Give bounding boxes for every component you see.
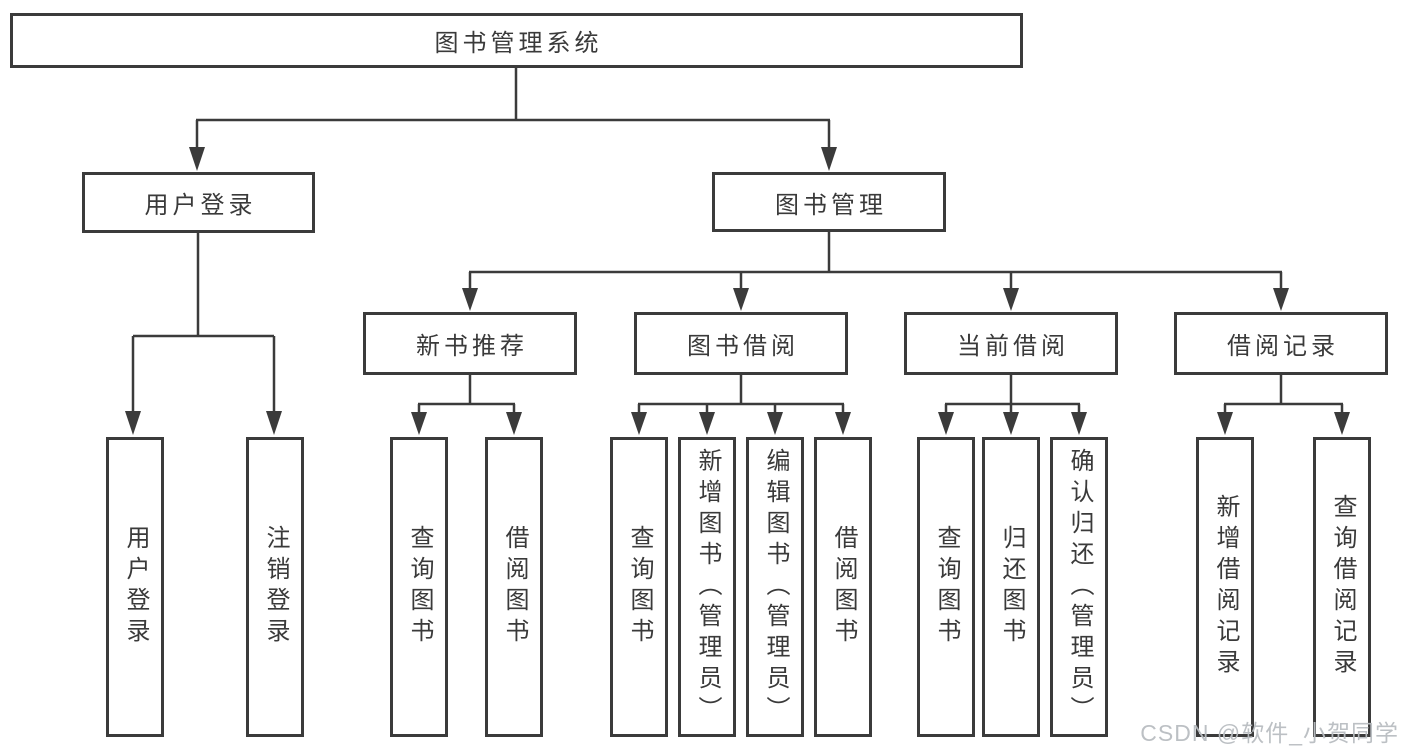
edge-root-to-level2 (189, 68, 837, 171)
arrow-down-icon (631, 412, 647, 435)
edge-current-borrow-to-leaves (938, 375, 1087, 435)
edge-borrow-record-to-leaves (1217, 375, 1350, 435)
node-label: 注销登录 (262, 525, 289, 649)
arrow-down-icon (1273, 288, 1289, 311)
arrow-down-icon (462, 288, 478, 311)
node-label: 确认归还（管理员） (1066, 447, 1093, 727)
node-leaf-confirm-return-admin: 确认归还（管理员） (1050, 437, 1108, 737)
node-label: 新增借阅记录 (1212, 494, 1239, 680)
arrow-down-icon (835, 412, 851, 435)
node-label: 图书借阅 (687, 333, 799, 360)
arrow-down-icon (1071, 412, 1087, 435)
node-label: 查询图书 (406, 525, 433, 649)
node-label: 用户登录 (144, 192, 257, 219)
node-leaf-query-borrow-record: 查询借阅记录 (1313, 437, 1371, 737)
node-book-borrowing: 图书借阅 (634, 312, 848, 375)
node-book-management: 图书管理 (712, 172, 946, 232)
node-new-book-recommend: 新书推荐 (363, 312, 577, 375)
node-leaf-add-books-admin: 新增图书（管理员） (678, 437, 736, 737)
arrow-down-icon (938, 412, 954, 435)
node-user-login: 用户登录 (82, 172, 315, 233)
node-leaf-logout: 注销登录 (246, 437, 304, 737)
arrow-down-icon (1217, 412, 1233, 435)
node-label: 新书推荐 (416, 333, 528, 360)
node-label: 当前借阅 (957, 333, 1069, 360)
node-label: 查询图书 (933, 525, 960, 649)
node-label: 图书管理系统 (434, 30, 603, 57)
arrow-down-icon (699, 412, 715, 435)
node-leaf-borrow-books-1: 借阅图书 (485, 437, 543, 737)
node-label: 图书管理 (775, 191, 887, 219)
arrow-down-icon (411, 412, 427, 435)
node-label: 查询借阅记录 (1329, 494, 1356, 680)
node-leaf-add-borrow-record: 新增借阅记录 (1196, 437, 1254, 737)
node-label: 借阅图书 (501, 525, 528, 649)
edge-book-borrow-to-leaves (631, 375, 851, 435)
edge-user-login-to-leaves (125, 233, 282, 435)
node-label: 新增图书（管理员） (694, 447, 721, 727)
arrow-down-icon (125, 411, 141, 435)
arrow-down-icon (189, 147, 205, 171)
node-leaf-query-books-2: 查询图书 (610, 437, 668, 737)
node-label: 借阅图书 (830, 525, 857, 649)
node-borrowing-records: 借阅记录 (1174, 312, 1388, 375)
csdn-watermark: CSDN @软件_小贺同学 (1140, 720, 1399, 746)
node-label: 编辑图书（管理员） (762, 447, 789, 727)
arrow-down-icon (506, 412, 522, 435)
arrow-down-icon (821, 147, 837, 171)
node-label: 归还图书 (998, 525, 1025, 649)
node-current-borrowing: 当前借阅 (904, 312, 1118, 375)
node-leaf-query-books-1: 查询图书 (390, 437, 448, 737)
node-leaf-edit-books-admin: 编辑图书（管理员） (746, 437, 804, 737)
node-leaf-return-books: 归还图书 (982, 437, 1040, 737)
node-label: 用户登录 (122, 525, 149, 649)
arrow-down-icon (733, 288, 749, 311)
node-label: 查询图书 (626, 525, 653, 649)
arrow-down-icon (1003, 412, 1019, 435)
node-leaf-user-login: 用户登录 (106, 437, 164, 737)
arrow-down-icon (1003, 288, 1019, 311)
arrow-down-icon (266, 411, 282, 435)
arrow-down-icon (767, 412, 783, 435)
arrow-down-icon (1334, 412, 1350, 435)
node-leaf-borrow-books-2: 借阅图书 (814, 437, 872, 737)
edge-new-book-rec-to-leaves (411, 375, 522, 435)
node-label: 借阅记录 (1227, 333, 1339, 360)
node-leaf-query-books-3: 查询图书 (917, 437, 975, 737)
node-root-library-system: 图书管理系统 (10, 13, 1023, 68)
edge-book-mgmt-to-level3 (462, 232, 1289, 311)
